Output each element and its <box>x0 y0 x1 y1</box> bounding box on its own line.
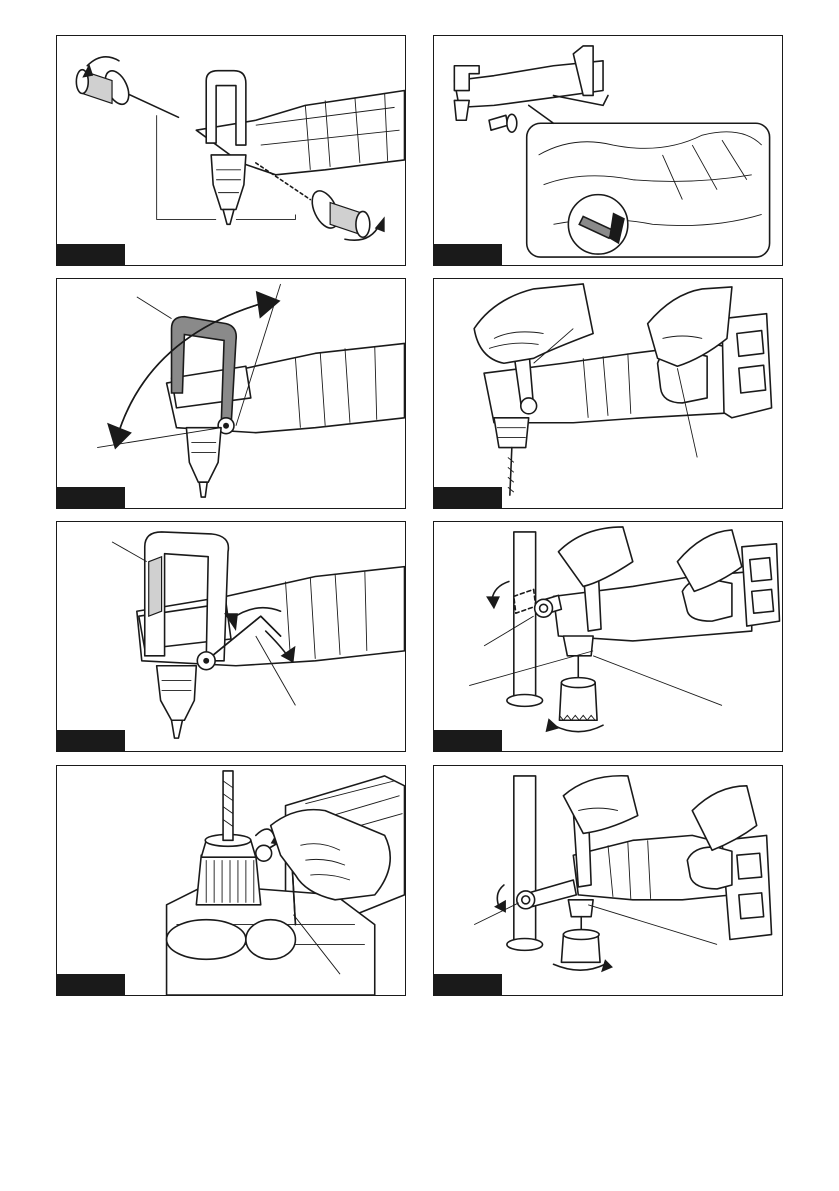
figure-1-side-handle-install <box>56 35 406 266</box>
figure-8-drawing <box>434 766 782 995</box>
figure-8-pipe-brace <box>433 765 783 996</box>
figure-5-hex-wrench-adjust <box>56 521 406 752</box>
figure-5-drawing <box>57 522 405 751</box>
figure-2-drawing <box>434 36 782 265</box>
figure-number-tab <box>57 244 125 265</box>
figure-number-tab <box>434 730 502 751</box>
figure-number-tab <box>57 730 125 751</box>
figure-4-drawing <box>434 279 782 508</box>
figure-7-drawing <box>57 766 405 995</box>
figure-number-tab <box>434 487 502 508</box>
figure-number-tab <box>57 974 125 995</box>
figure-3-handle-rotation <box>56 278 406 509</box>
figure-3-drawing <box>57 279 405 508</box>
figure-1-drawing <box>57 36 405 265</box>
figure-number-tab <box>57 487 125 508</box>
figure-6-hole-saw-pipe <box>433 521 783 752</box>
figure-2-handle-storage-detail <box>433 35 783 266</box>
figure-number-tab <box>434 974 502 995</box>
figure-number-tab <box>434 244 502 265</box>
figure-6-drawing <box>434 522 782 751</box>
figure-7-chuck-key <box>56 765 406 996</box>
figure-4-two-hand-operation <box>433 278 783 509</box>
